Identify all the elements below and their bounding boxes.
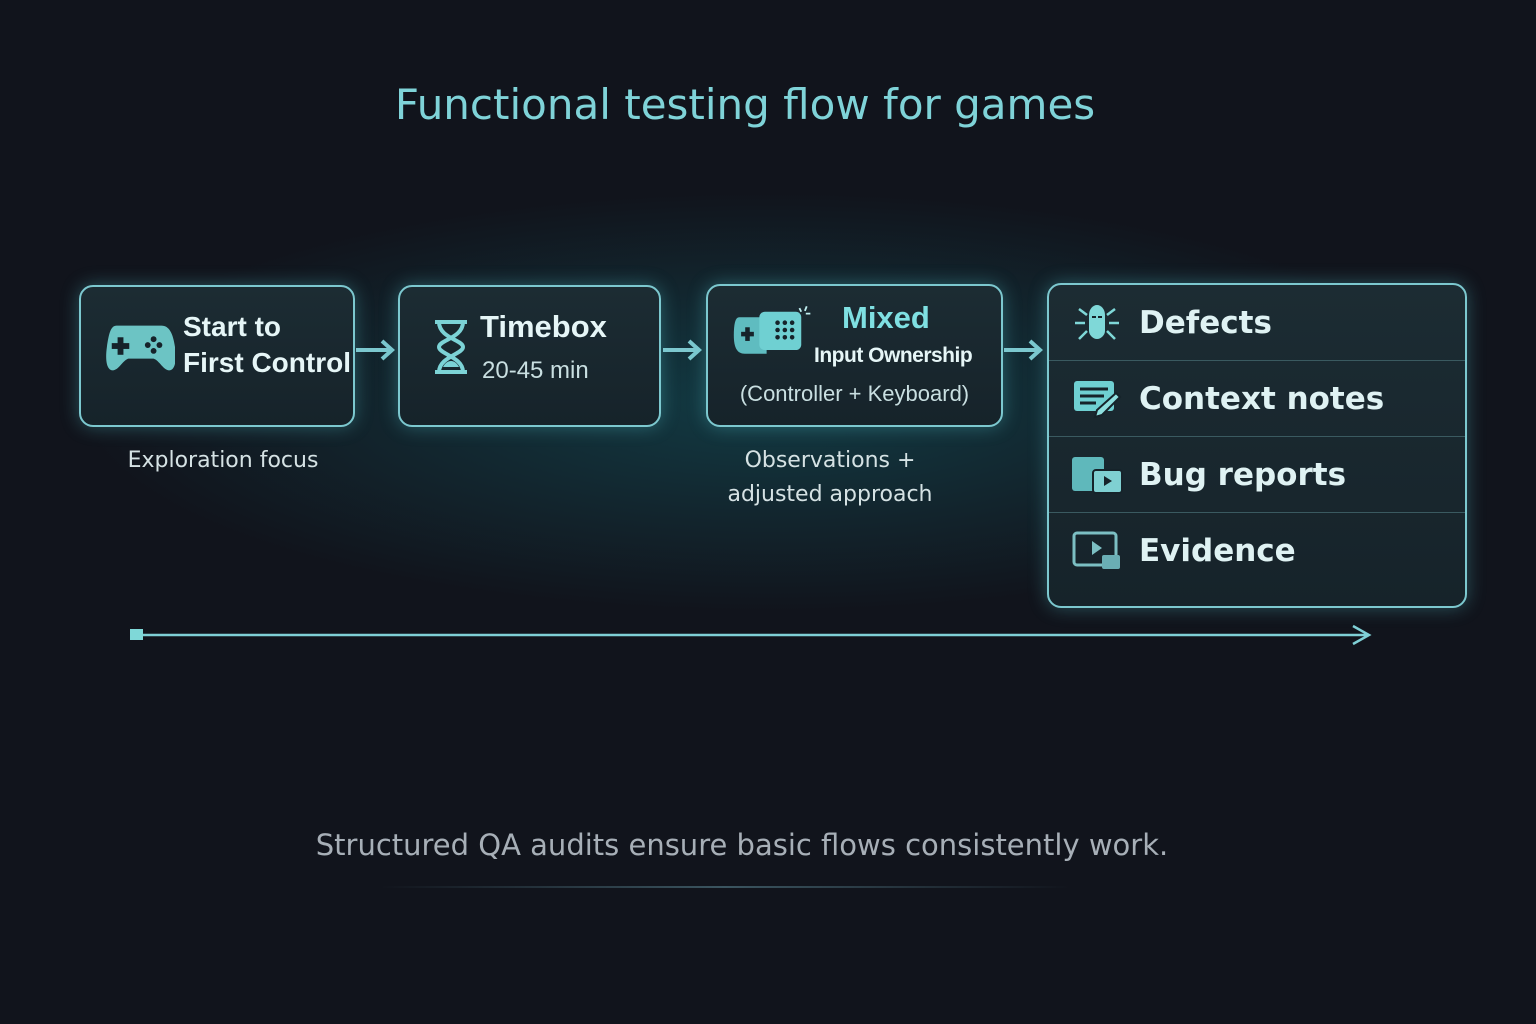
- gamepad-icon: [106, 325, 175, 371]
- step-duration: 20-45 min: [482, 357, 589, 384]
- arrow-right-icon: [1004, 339, 1043, 361]
- footer-note: Structured QA audits ensure basic flows …: [315, 828, 1169, 862]
- step-title-line2: First Control: [183, 347, 351, 378]
- caption-observations: Observations + adjusted approach: [680, 444, 980, 512]
- step-title-line1: Start to: [183, 311, 281, 342]
- notes-pencil-icon: [1074, 380, 1122, 418]
- arrow-right-icon: [663, 339, 702, 361]
- caption-exploration-focus: Exploration focus: [127, 448, 319, 473]
- bug-icon: [1075, 304, 1119, 340]
- timeline-arrow: [130, 624, 1372, 646]
- output-bug-reports: Bug reports: [1049, 437, 1465, 513]
- step-title: Timebox: [480, 309, 607, 344]
- output-evidence: Evidence: [1049, 513, 1465, 589]
- step-start-to-first-control: Start to First Control: [79, 285, 355, 427]
- footer-divider: [380, 886, 1070, 888]
- hourglass-icon: [435, 320, 467, 374]
- step-subtitle: Input Ownership: [814, 344, 973, 367]
- output-label: Context notes: [1139, 380, 1385, 417]
- arrow-right-icon: [356, 339, 395, 361]
- step-title: Mixed: [842, 300, 930, 335]
- evidence-video-icon: [1072, 531, 1120, 569]
- bug-report-video-icon: [1072, 456, 1123, 494]
- step-mixed-input-ownership: Mixed Input Ownership (Controller + Keyb…: [706, 284, 1003, 427]
- page-title: Functional testing flow for games: [394, 80, 1096, 129]
- output-context-notes: Context notes: [1049, 361, 1465, 437]
- output-label: Defects: [1139, 304, 1272, 341]
- outputs-panel: Defects Context notes Bug reports Eviden…: [1047, 283, 1467, 608]
- output-defects: Defects: [1049, 285, 1465, 361]
- step-detail: (Controller + Keyboard): [739, 381, 970, 406]
- caption-line1: Observations +: [744, 448, 916, 473]
- step-timebox: Timebox 20-45 min: [398, 285, 661, 427]
- output-label: Evidence: [1139, 533, 1296, 569]
- controller-keyboard-icon: [733, 305, 811, 354]
- caption-line2: adjusted approach: [727, 482, 933, 507]
- output-label: Bug reports: [1139, 456, 1347, 493]
